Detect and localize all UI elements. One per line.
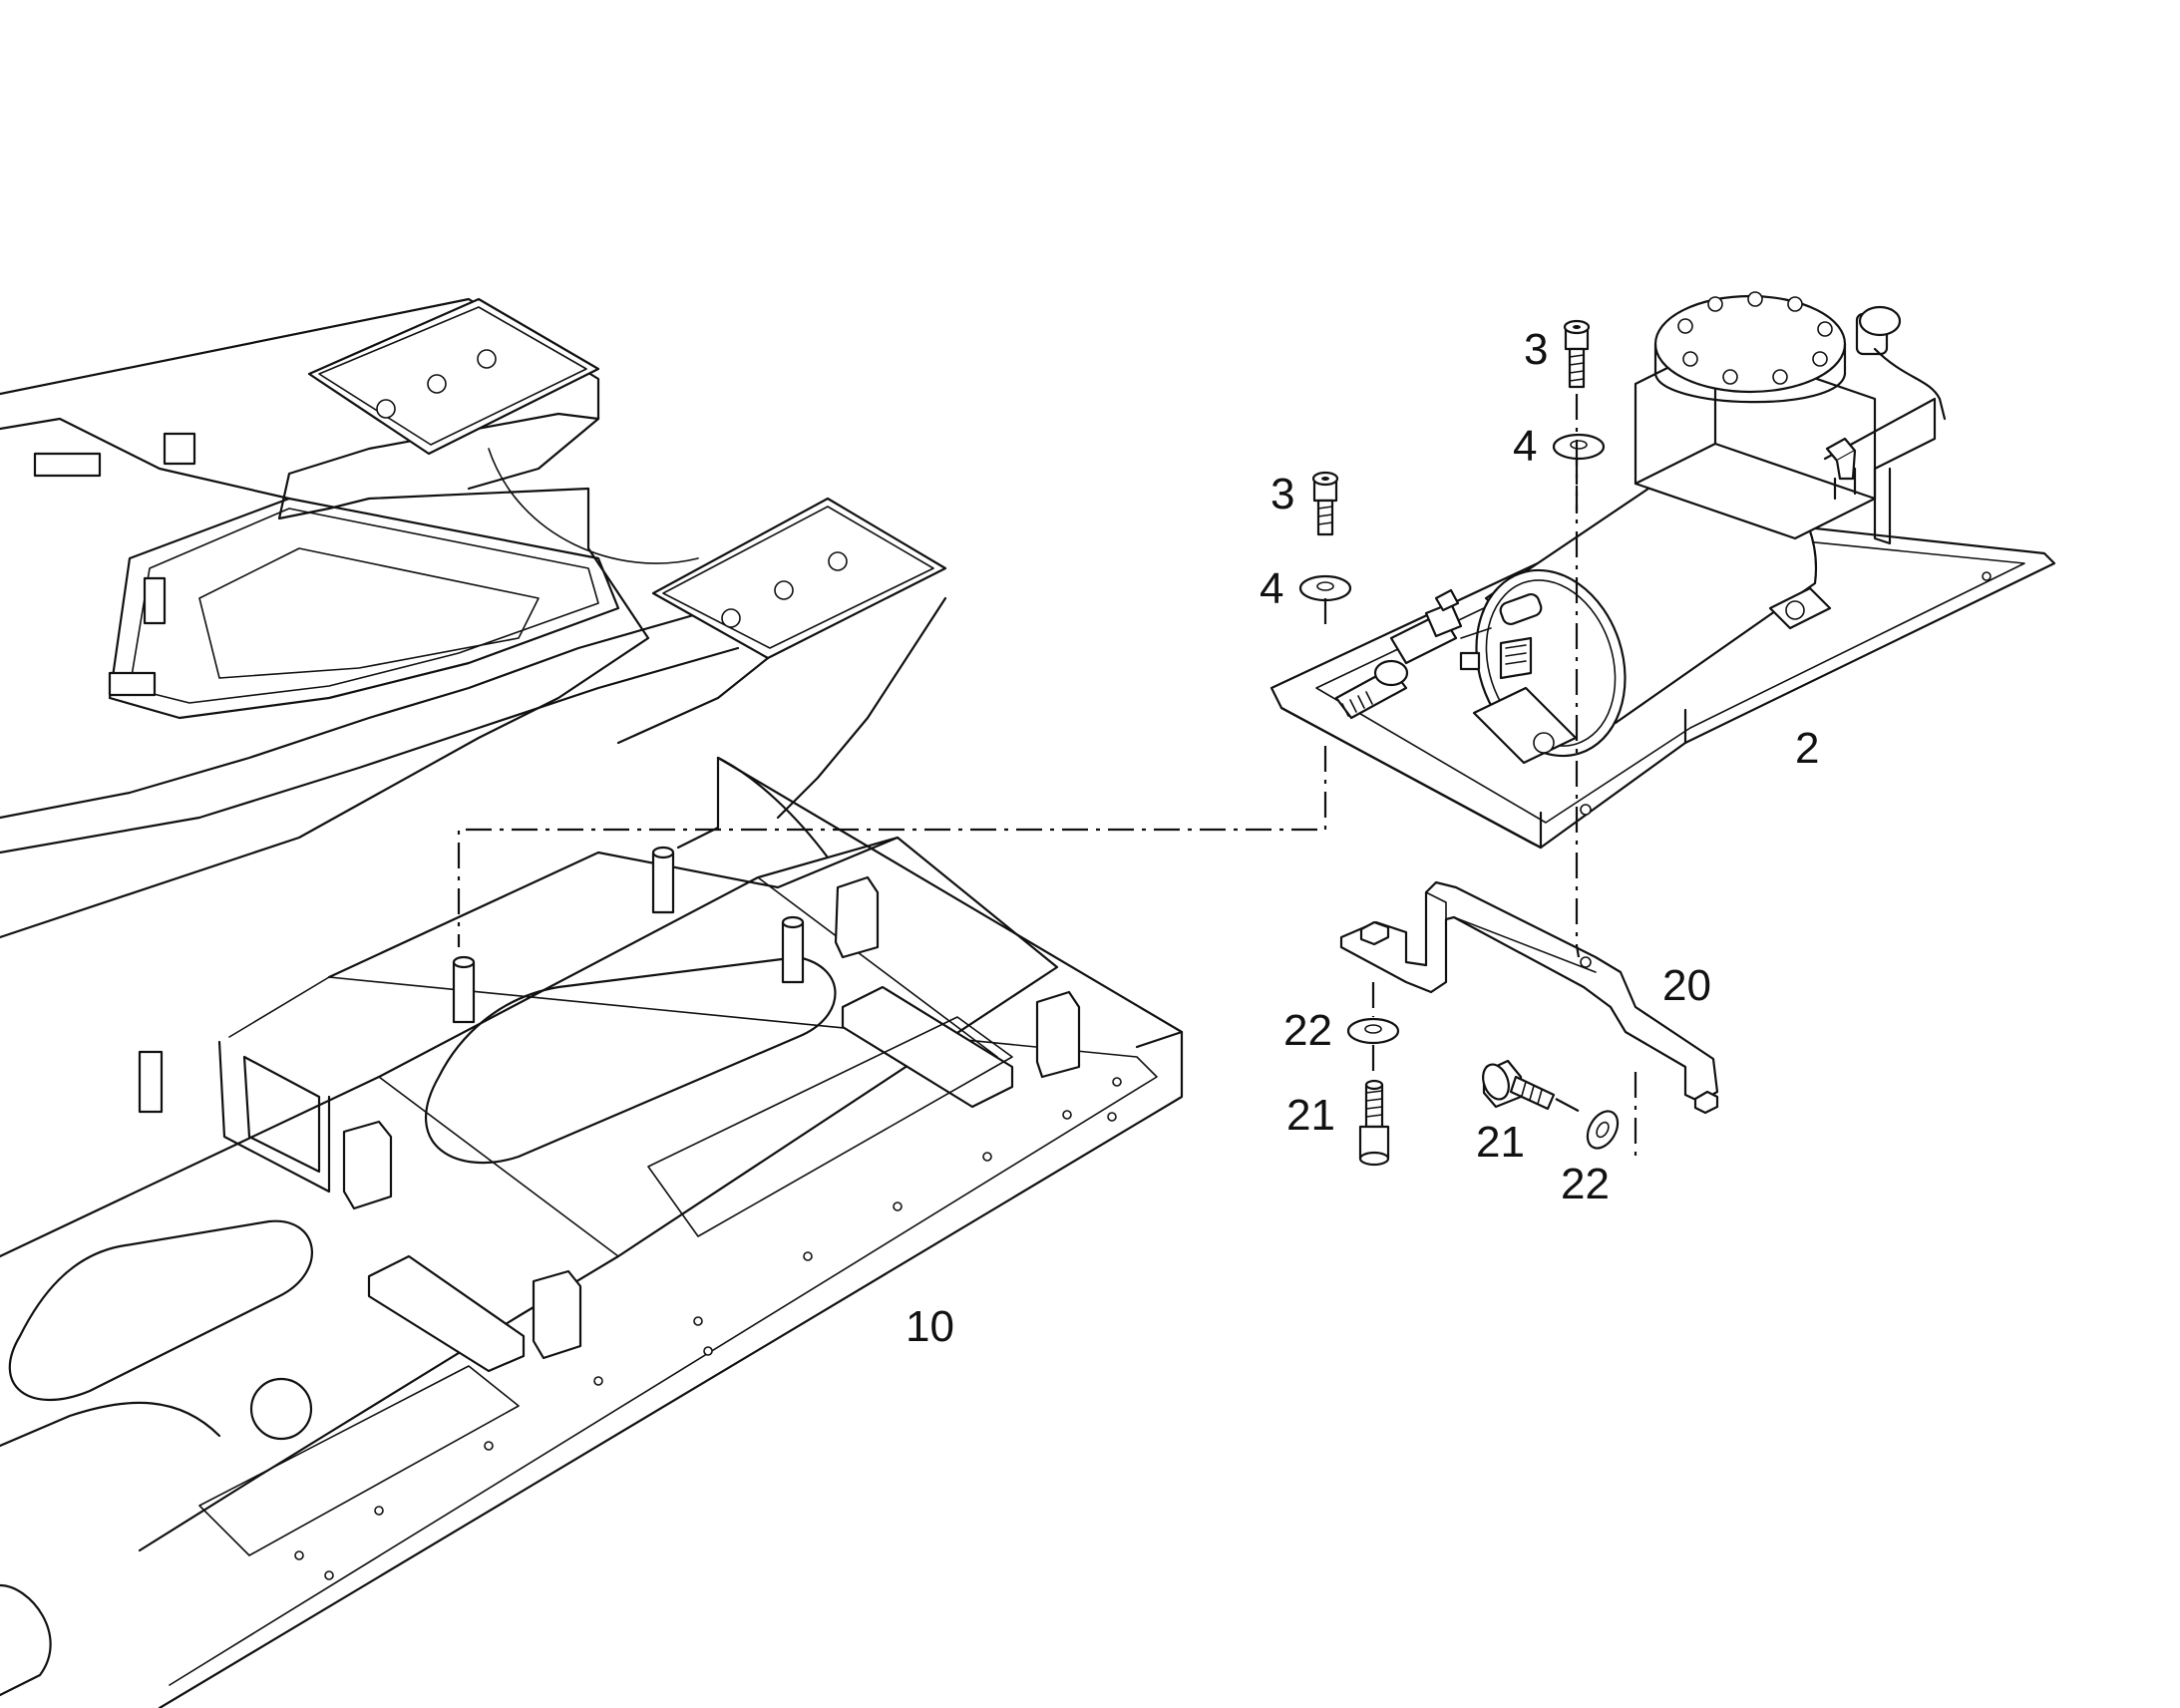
cap-screw-21-right: [1482, 1059, 1556, 1111]
washer-4-upper: [1552, 433, 1606, 461]
pipe-fitting: [1825, 437, 1857, 481]
compressor-assembly: [1270, 291, 2056, 850]
cap-screw-21-left: [1358, 1079, 1390, 1167]
machine-frame: [0, 297, 1184, 1708]
washer-22-right: [1586, 1110, 1620, 1150]
callout-2: 2: [1795, 724, 1819, 773]
mounting-bracket: [1339, 880, 1719, 1115]
callout-4b: 4: [1260, 564, 1283, 613]
callout-4a: 4: [1513, 422, 1537, 471]
washer-22-left: [1346, 1017, 1400, 1045]
frame-holes: [294, 1077, 1122, 1580]
callout-21a: 21: [1286, 1091, 1335, 1140]
frame-post: [452, 846, 805, 1024]
callout-21b: 21: [1476, 1118, 1525, 1167]
cap-screw-3-lower: [1311, 471, 1339, 536]
rubber-block: [342, 875, 1081, 1360]
callout-22a: 22: [1283, 1006, 1332, 1055]
pressure-switch: [1855, 305, 1947, 421]
assembly-leader-lines: [457, 394, 1637, 1157]
callout-3a: 3: [1524, 325, 1548, 374]
frame-hole: [249, 1377, 313, 1441]
callout-10: 10: [906, 1302, 954, 1351]
callout-20: 20: [1662, 961, 1711, 1010]
frame-slot-lower: [8, 1219, 313, 1401]
cap-screw-3-upper: [1563, 319, 1591, 389]
compressor-cover: [1653, 294, 1847, 394]
callout-22b: 22: [1561, 1160, 1610, 1208]
drain-valve: [1334, 588, 1492, 720]
cover-bolts: [1677, 291, 1833, 385]
bracket-nut: [1359, 920, 1719, 1115]
frame-block: [143, 576, 167, 625]
callout-3b: 3: [1271, 470, 1294, 518]
washer-4-lower: [1298, 574, 1352, 602]
tank-outlet-fitting: [1499, 636, 1533, 680]
callout-labels: 2 3 3 4 4 10 20 21 21 22 22: [906, 325, 1819, 1351]
frame-slot-upper: [425, 955, 837, 1165]
